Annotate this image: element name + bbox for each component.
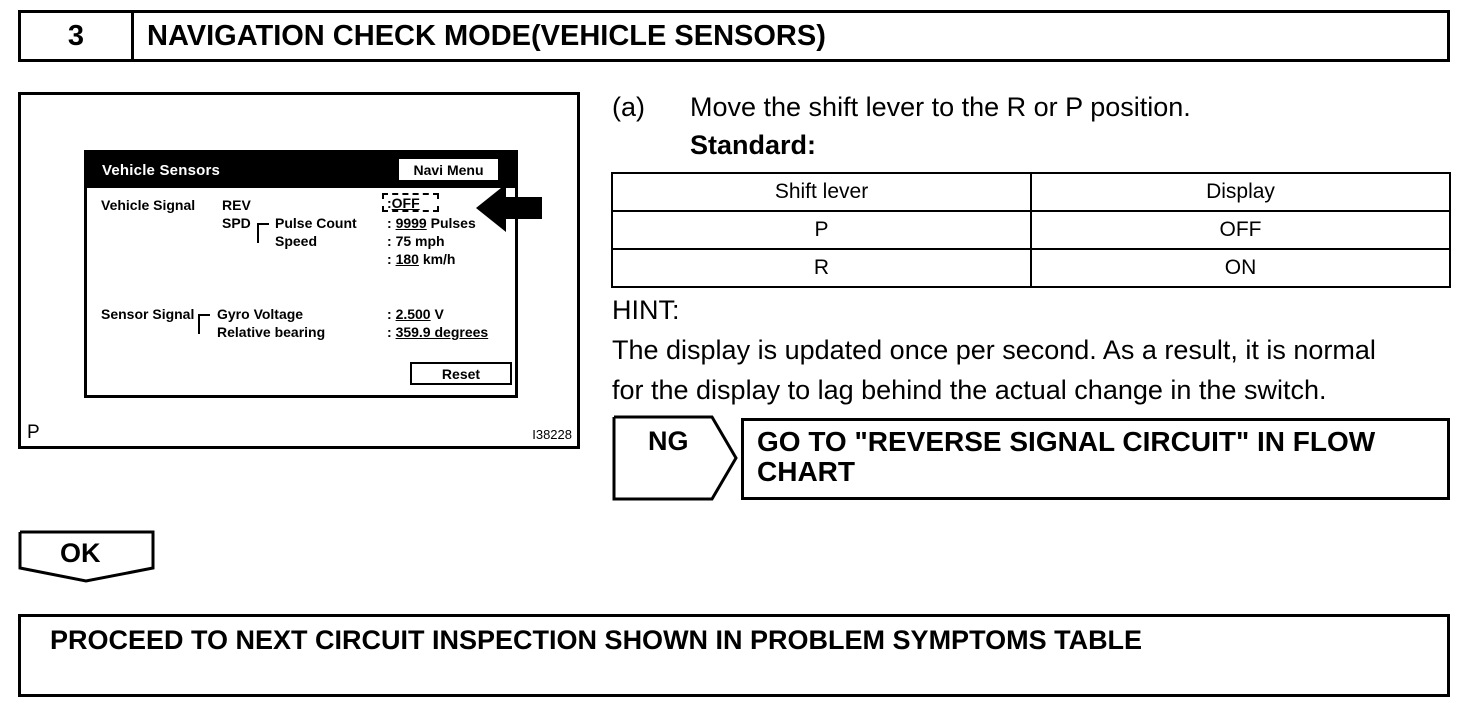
illustration-frame: Vehicle Sensors Navi Menu Vehicle Signal… — [18, 92, 580, 449]
gyro-voltage-row: : 2.500 V — [387, 306, 444, 322]
step-number: 3 — [21, 13, 134, 59]
ok-flow-arrow-icon — [18, 530, 155, 583]
spd-label: SPD — [222, 215, 251, 231]
standard-table: Shift lever Display P OFF R ON — [611, 172, 1451, 288]
relative-bearing-label: Relative bearing — [217, 324, 326, 340]
pulse-count-label: Pulse Count — [275, 215, 357, 231]
ng-flow-arrow-icon — [612, 415, 738, 501]
ng-action-box: GO TO "REVERSE SIGNAL CIRCUIT" IN FLOW C… — [741, 418, 1450, 500]
rev-value-row: :OFF — [387, 195, 420, 211]
table-header: Shift lever — [611, 172, 1032, 212]
speed-kmh-value: 180 — [395, 251, 419, 267]
pulse-unit: Pulses — [430, 215, 476, 231]
gyro-voltage-label: Gyro Voltage — [217, 306, 304, 322]
table-row: P OFF — [611, 210, 1451, 250]
reset-button[interactable]: Reset — [410, 362, 512, 385]
standard-label: Standard: — [690, 130, 817, 160]
illustration-corner-label: P — [27, 422, 40, 443]
hint-line: for the display to lag behind the actual… — [612, 375, 1327, 405]
ok-action-box: PROCEED TO NEXT CIRCUIT INSPECTION SHOWN… — [18, 614, 1450, 697]
ok-label: OK — [60, 538, 101, 568]
step-title: NAVIGATION CHECK MODE(VEHICLE SENSORS) — [147, 19, 826, 52]
hint-line: The display is updated once per second. … — [612, 335, 1376, 365]
figure-id: I38228 — [532, 427, 572, 442]
screen-title-bar: Vehicle Sensors Navi Menu — [87, 153, 515, 188]
hint-label: HINT: — [612, 295, 680, 325]
table-cell: OFF — [1030, 210, 1451, 250]
instruction-text: Move the shift lever to the R or P posit… — [690, 92, 1191, 122]
navi-menu-button[interactable]: Navi Menu — [397, 157, 500, 182]
vehicle-sensors-screen: Vehicle Sensors Navi Menu Vehicle Signal… — [84, 150, 518, 398]
ng-label: NG — [648, 426, 689, 456]
table-cell: P — [611, 210, 1032, 250]
spd-bracket — [257, 223, 269, 243]
gyro-voltage-unit: V — [434, 306, 444, 322]
ng-action-line: CHART — [757, 456, 855, 487]
ng-action-line: GO TO "REVERSE SIGNAL CIRCUIT" IN FLOW — [757, 426, 1376, 457]
table-cell: ON — [1030, 248, 1451, 288]
table-header-row: Shift lever Display — [611, 172, 1451, 212]
table-header: Display — [1030, 172, 1451, 212]
speed-kmh-row: : 180 km/h — [387, 251, 456, 267]
pointer-arrow-icon — [476, 184, 542, 232]
rev-label: REV — [222, 197, 251, 213]
speed-mph-row: : 75 mph — [387, 233, 445, 249]
ok-action-text: PROCEED TO NEXT CIRCUIT INSPECTION SHOWN… — [50, 625, 1143, 655]
table-cell: R — [611, 248, 1032, 288]
rev-value-highlight — [382, 193, 439, 212]
pulse-value: 9999 — [395, 215, 427, 231]
screen-title: Vehicle Sensors — [102, 162, 221, 179]
pulse-value-row: : 9999 Pulses — [387, 215, 476, 231]
spd-bracket-top — [257, 223, 269, 225]
vehicle-signal-label: Vehicle Signal — [101, 197, 196, 213]
relative-bearing-value: 359.9 degrees — [395, 324, 489, 340]
rev-value: OFF — [391, 195, 420, 211]
step-header: 3 NAVIGATION CHECK MODE(VEHICLE SENSORS) — [18, 10, 1450, 62]
sensor-bracket — [198, 314, 210, 334]
gyro-voltage-value: 2.500 — [395, 306, 431, 322]
sensor-signal-label: Sensor Signal — [101, 306, 195, 322]
table-row: R ON — [611, 248, 1451, 288]
speed-mph-value: 75 mph — [395, 233, 445, 249]
relative-bearing-row: : 359.9 degrees — [387, 324, 489, 340]
speed-kmh-unit: km/h — [422, 251, 456, 267]
speed-label: Speed — [275, 233, 318, 249]
step-label: (a) — [612, 92, 645, 122]
